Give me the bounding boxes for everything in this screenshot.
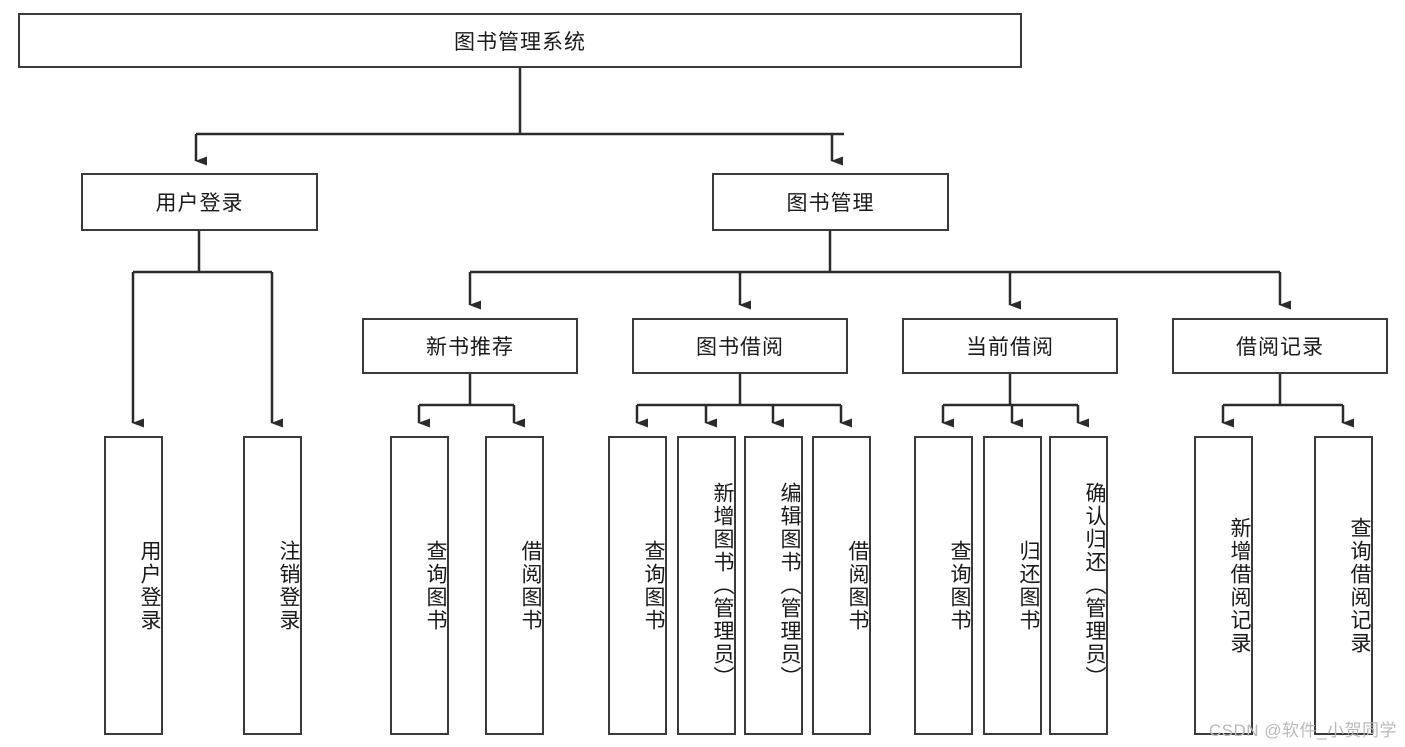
leaf-book-borrow-edit-book-admin[interactable]: 编辑图书（管理员） <box>744 436 803 735</box>
node-label: 编辑图书（管理员） <box>778 482 801 689</box>
node-label: 新书推荐 <box>426 336 514 359</box>
leaf-book-borrow-add-book-admin[interactable]: 新增图书（管理员） <box>677 436 736 735</box>
leaf-user-login-login[interactable]: 用户登录 <box>104 436 163 735</box>
node-book-borrow[interactable]: 图书借阅 <box>632 318 848 374</box>
node-label: 查询借阅记录 <box>1348 516 1371 655</box>
leaf-current-borrow-confirm-return-admin[interactable]: 确认归还（管理员） <box>1049 436 1108 735</box>
leaf-book-borrow-borrow-book[interactable]: 借阅图书 <box>812 436 871 735</box>
node-label: 图书借阅 <box>696 336 784 359</box>
node-label: 查询图书 <box>948 539 971 632</box>
node-label: 借阅图书 <box>846 539 869 632</box>
leaf-current-borrow-return-book[interactable]: 归还图书 <box>983 436 1042 735</box>
node-label: 用户登录 <box>155 192 244 215</box>
node-borrow-record[interactable]: 借阅记录 <box>1172 318 1388 374</box>
leaf-book-borrow-query-book[interactable]: 查询图书 <box>608 436 667 735</box>
leaf-current-borrow-query-book[interactable]: 查询图书 <box>914 436 973 735</box>
node-label: 查询图书 <box>424 539 447 632</box>
node-label: 借阅图书 <box>519 539 542 632</box>
node-label: 用户登录 <box>138 539 161 632</box>
node-label: 图书管理 <box>786 192 875 215</box>
leaf-user-login-logout[interactable]: 注销登录 <box>243 436 302 735</box>
leaf-borrow-record-query-record[interactable]: 查询借阅记录 <box>1314 436 1373 735</box>
node-label: 确认归还（管理员） <box>1083 482 1106 689</box>
node-user-login[interactable]: 用户登录 <box>81 173 318 231</box>
node-label: 归还图书 <box>1017 539 1040 632</box>
node-label: 当前借阅 <box>966 336 1054 359</box>
node-root-book-management-system[interactable]: 图书管理系统 <box>18 13 1022 68</box>
node-label: 图书管理系统 <box>454 30 586 54</box>
node-book-management[interactable]: 图书管理 <box>712 173 949 231</box>
node-label: 新增图书（管理员） <box>711 482 734 689</box>
leaf-new-book-borrow-book[interactable]: 借阅图书 <box>485 436 544 735</box>
node-label: 查询图书 <box>642 539 665 632</box>
leaf-borrow-record-add-record[interactable]: 新增借阅记录 <box>1194 436 1253 735</box>
node-new-book-recommend[interactable]: 新书推荐 <box>362 318 578 374</box>
node-current-borrow[interactable]: 当前借阅 <box>902 318 1118 374</box>
csdn-watermark: CSDN @软件_小贺同学 <box>1208 721 1397 740</box>
leaf-new-book-query-book[interactable]: 查询图书 <box>390 436 449 735</box>
node-label: 注销登录 <box>277 539 300 632</box>
node-label: 借阅记录 <box>1236 336 1324 359</box>
node-label: 新增借阅记录 <box>1228 516 1251 655</box>
